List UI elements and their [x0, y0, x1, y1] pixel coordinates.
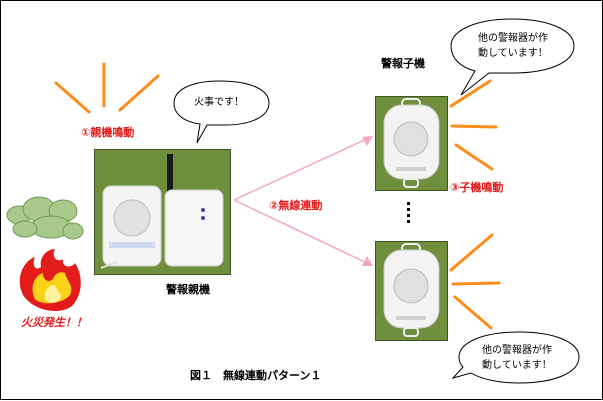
child-unit-photo-bottom	[375, 241, 448, 341]
child-top-speech-bubble	[450, 18, 575, 96]
arrow-head-top	[362, 136, 373, 146]
child-bottom-bubble-line1: 他の警報器が作	[482, 345, 552, 356]
wireless-link-arrows	[233, 136, 372, 266]
child-units-title: 警報子機	[381, 57, 425, 70]
parent-unit-photo	[94, 149, 231, 275]
parent-unit-label: 警報親機	[166, 283, 210, 296]
parent-speech-bubble	[173, 80, 270, 144]
child-bottom-bubble-line2: 動しています！	[482, 360, 552, 371]
figure-caption: 図１ 無線連動パターン１	[190, 369, 322, 382]
smoke-cloud-icon	[6, 196, 84, 240]
arrow-head-bottom	[362, 256, 373, 266]
child-bottom-speech-bubble	[451, 331, 580, 384]
child-unit-photo-top	[375, 96, 448, 191]
fire-label: 火災発生！！	[21, 316, 87, 329]
parent-bubble-text: 火事です！	[194, 97, 244, 108]
wireless-link-label: ②無線連動	[269, 199, 323, 212]
more-units-ellipsis	[407, 202, 410, 223]
parent-event-label: ①親機鳴動	[81, 126, 135, 139]
parent-alarm-rays	[54, 62, 160, 114]
fire-icon	[19, 249, 81, 311]
child-bottom-alarm-rays	[449, 233, 501, 330]
child-top-bubble-line1: 他の警報器が作	[478, 33, 548, 44]
child-event-label: ③子機鳴動	[450, 181, 504, 194]
child-top-alarm-rays	[449, 79, 498, 171]
child-top-bubble-line2: 動しています！	[478, 48, 548, 59]
